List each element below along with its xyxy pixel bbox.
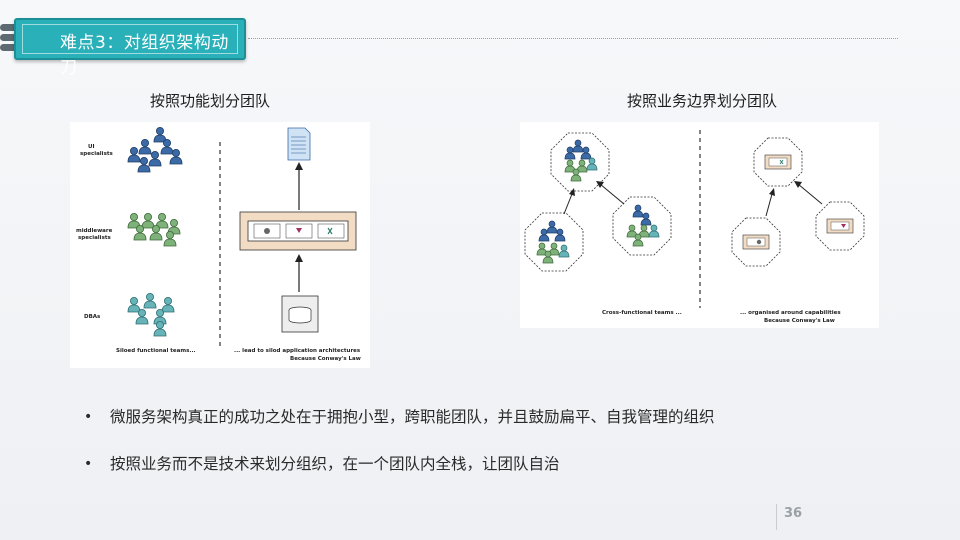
arrow-service-1 (765, 193, 773, 217)
capabilities-caption: ... organised around capabilities (740, 310, 841, 316)
siloed-teams-caption: Siloed functional teams... (116, 348, 196, 354)
title-dotted-rule (248, 38, 898, 39)
page-number-divider (776, 504, 777, 530)
database-icon (281, 295, 319, 333)
service-bottom-left (731, 217, 781, 267)
right-conway-caption: Because Conway's Law (764, 318, 835, 324)
siloed-architecture-caption: ... lead to silod application architectu… (234, 348, 361, 354)
middleware-people-group (127, 212, 181, 247)
cross-functional-caption: Cross-functional teams ... (602, 310, 682, 316)
arrow-service-2 (797, 183, 823, 205)
slide-title: 难点3：对组织架构动刀 (60, 33, 229, 78)
page-number: 36 (784, 506, 803, 521)
arrow-team-2 (599, 183, 625, 205)
team-bottom-right (612, 196, 672, 256)
cross-functional-svg: Cross-functional teams ... ... organised… (524, 130, 865, 324)
title-tab: 难点3：对组织架构动刀 (14, 18, 246, 78)
dba-people-group (127, 292, 175, 337)
bullet-item: • 微服务架构真正的成功之处在于拥抱小型，跨职能团队，并且鼓励扁平、自我管理的组… (84, 404, 884, 451)
left-conway-caption: Because Conway's Law (290, 356, 361, 362)
bullet-item: • 按照业务而不是技术来划分组织，在一个团队内全栈，让团队自治 (84, 451, 884, 498)
dbas-label: DBAs (84, 314, 101, 320)
team-bottom-left (524, 212, 584, 272)
bullet-text: 按照业务而不是技术来划分组织，在一个团队内全栈，让团队自治 (110, 455, 560, 473)
bullet-list: • 微服务架构真正的成功之处在于拥抱小型，跨职能团队，并且鼓励扁平、自我管理的组… (84, 404, 884, 498)
application-component (239, 211, 357, 251)
ui-people-group (127, 127, 183, 173)
arrow-team-1 (563, 193, 573, 215)
document-icon (287, 127, 311, 161)
cross-functional-teams-diagram: Cross-functional teams ... ... organised… (520, 122, 879, 328)
right-panel-title: 按照业务边界划分团队 (627, 92, 778, 110)
service-top (753, 137, 803, 187)
bullet-text: 微服务架构真正的成功之处在于拥抱小型，跨职能团队，并且鼓励扁平、自我管理的组织 (110, 408, 715, 426)
bullet-dot-icon: • (84, 409, 93, 425)
bullet-dot-icon: • (84, 456, 93, 472)
service-bottom-right (815, 201, 865, 251)
left-panel-title: 按照功能划分团队 (150, 92, 271, 110)
title-tab-border (22, 24, 238, 54)
